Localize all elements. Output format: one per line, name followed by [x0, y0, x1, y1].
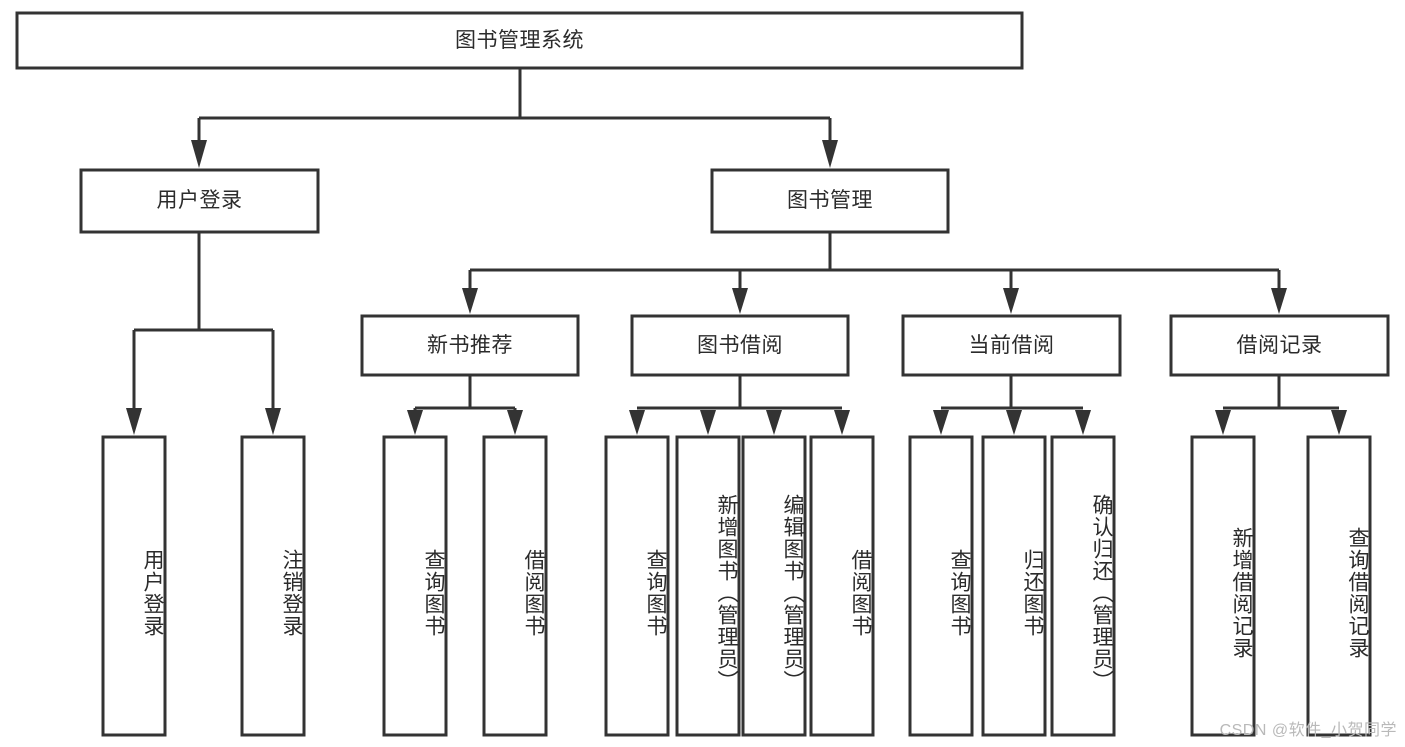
node-leaf-borrow-book-rec[interactable]	[484, 437, 546, 735]
arrow-to-leaf-add-book	[700, 410, 716, 435]
node-leaf-logout[interactable]	[242, 437, 304, 735]
arrow-to-user-login	[191, 140, 207, 168]
node-box-leaf-logout[interactable]	[240, 435, 306, 737]
node-box-leaf-borrow-book[interactable]	[809, 435, 875, 737]
node-box-leaf-edit-book[interactable]	[741, 435, 807, 737]
connectors-layer	[126, 68, 1347, 435]
arrow-to-leaf-add-record	[1215, 410, 1231, 435]
node-leaf-add-book[interactable]	[677, 437, 739, 735]
node-leaf-add-record[interactable]	[1192, 437, 1254, 735]
arrow-to-leaf-query-book-rec	[407, 410, 423, 435]
node-book-manage[interactable]	[712, 170, 948, 232]
arrow-to-leaf-query-book-borrow	[629, 410, 645, 435]
node-leaf-query-book-borrow[interactable]	[606, 437, 668, 735]
node-box-leaf-user-login[interactable]	[101, 435, 167, 737]
arrow-to-leaf-edit-book	[766, 410, 782, 435]
arrow-to-leaf-query-book-cur	[933, 410, 949, 435]
node-boxes-layer	[15, 11, 1390, 737]
node-box-leaf-return-book[interactable]	[981, 435, 1047, 737]
node-box-leaf-add-record[interactable]	[1190, 435, 1256, 737]
arrow-to-new-book-recommend	[462, 288, 478, 314]
node-leaf-query-record[interactable]	[1308, 437, 1370, 735]
node-box-leaf-add-book[interactable]	[675, 435, 741, 737]
arrow-to-leaf-borrow-book-rec	[507, 410, 523, 435]
node-book-borrow[interactable]	[632, 316, 848, 375]
node-box-leaf-query-book-borrow[interactable]	[604, 435, 670, 737]
node-leaf-query-book-rec[interactable]	[384, 437, 446, 735]
arrow-to-leaf-confirm-return	[1075, 410, 1091, 435]
node-leaf-user-login[interactable]	[103, 437, 165, 735]
node-leaf-confirm-return[interactable]	[1052, 437, 1114, 735]
node-box-leaf-query-book-rec[interactable]	[382, 435, 448, 737]
arrow-to-book-manage	[822, 140, 838, 168]
node-borrow-record[interactable]	[1171, 316, 1388, 375]
node-box-leaf-borrow-book-rec[interactable]	[482, 435, 548, 737]
arrow-to-leaf-borrow-book	[834, 410, 850, 435]
arrow-to-current-borrow	[1003, 288, 1019, 314]
node-box-new-book-recommend[interactable]	[360, 314, 580, 377]
node-box-leaf-query-book-cur[interactable]	[908, 435, 974, 737]
node-leaf-query-book-cur[interactable]	[910, 437, 972, 735]
arrow-to-leaf-query-record	[1331, 410, 1347, 435]
arrow-to-book-borrow	[732, 288, 748, 314]
node-box-user-login[interactable]	[79, 168, 320, 234]
arrow-to-borrow-record	[1271, 288, 1287, 314]
node-box-current-borrow[interactable]	[901, 314, 1122, 377]
node-user-login[interactable]	[81, 170, 318, 232]
node-root[interactable]	[17, 13, 1022, 68]
arrow-to-leaf-logout	[265, 408, 281, 435]
node-leaf-edit-book[interactable]	[743, 437, 805, 735]
csdn-watermark: CSDN @软件_小贺同学	[1219, 722, 1397, 739]
node-box-leaf-confirm-return[interactable]	[1050, 435, 1116, 737]
node-current-borrow[interactable]	[903, 316, 1120, 375]
node-leaf-borrow-book[interactable]	[811, 437, 873, 735]
node-new-book-recommend[interactable]	[362, 316, 578, 375]
arrow-to-leaf-user-login	[126, 408, 142, 435]
node-leaf-return-book[interactable]	[983, 437, 1045, 735]
node-box-root[interactable]	[15, 11, 1024, 70]
node-box-leaf-query-record[interactable]	[1306, 435, 1372, 737]
arrow-to-leaf-return-book	[1006, 410, 1022, 435]
